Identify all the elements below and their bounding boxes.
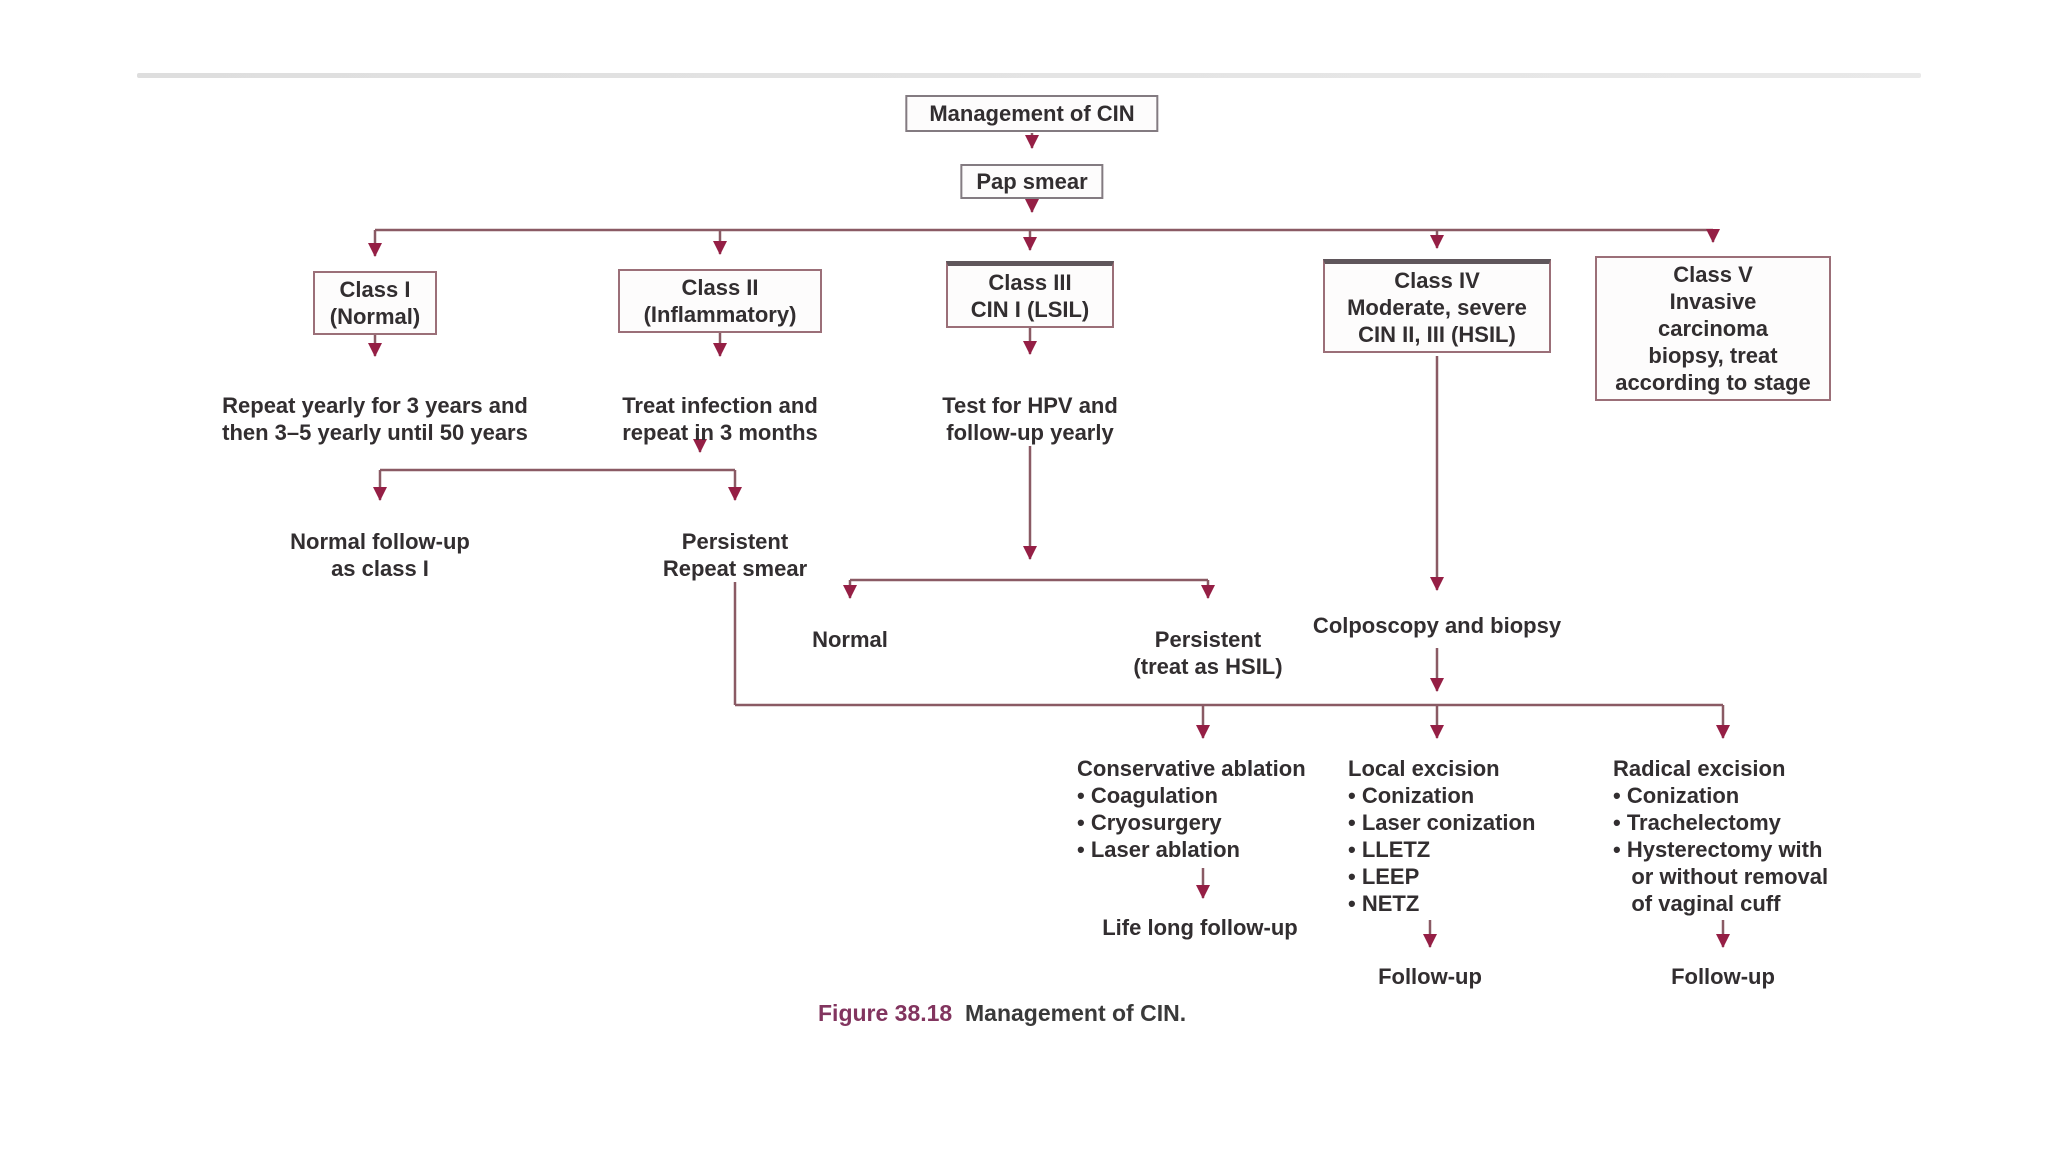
text-persistent-repeat-smear: Persistent Repeat smear [662, 529, 808, 581]
node-class-5: Class V Invasive carcinoma biopsy, treat… [1595, 256, 1831, 401]
text-normal-followup: Normal follow-up as class I [290, 529, 470, 581]
text-class2-action: Treat infection and repeat in 3 months [622, 393, 818, 445]
top-divider-rule [137, 73, 1921, 78]
figure-caption: Figure 38.18 Management of CIN. [818, 1000, 1186, 1027]
text-normal: Normal [812, 627, 888, 652]
caption-spacer [952, 1000, 965, 1026]
text-local-followup: Follow-up [1378, 964, 1482, 989]
node-class-4: Class IV Moderate, severe CIN II, III (H… [1323, 259, 1551, 353]
text-radical-followup: Follow-up [1671, 964, 1775, 989]
text-class1-action: Repeat yearly for 3 years and then 3–5 y… [222, 393, 528, 445]
node-class-3: Class III CIN I (LSIL) [946, 261, 1114, 328]
list-radical-excision: Radical excision • Conization • Trachele… [1613, 756, 1829, 916]
text-class3-action: Test for HPV and follow-up yearly [942, 393, 1118, 445]
node-class-1: Class I (Normal) [313, 271, 437, 335]
figure-caption-text: Management of CIN. [965, 1000, 1187, 1026]
text-colposcopy-biopsy: Colposcopy and biopsy [1312, 613, 1562, 638]
node-management-of-cin: Management of CIN [905, 95, 1159, 132]
text-persistent-hsil: Persistent (treat as HSIL) [1133, 627, 1283, 679]
figure-caption-label: Figure 38.18 [818, 1000, 953, 1026]
list-local-excision: Local excision • Conization • Laser coni… [1348, 756, 1536, 916]
list-conservative-ablation: Conservative ablation • Coagulation • Cr… [1077, 756, 1306, 862]
text-lifelong-followup: Life long follow-up [1102, 915, 1298, 940]
node-class-2: Class II (Inflammatory) [618, 269, 822, 333]
node-pap-smear: Pap smear [960, 164, 1104, 199]
